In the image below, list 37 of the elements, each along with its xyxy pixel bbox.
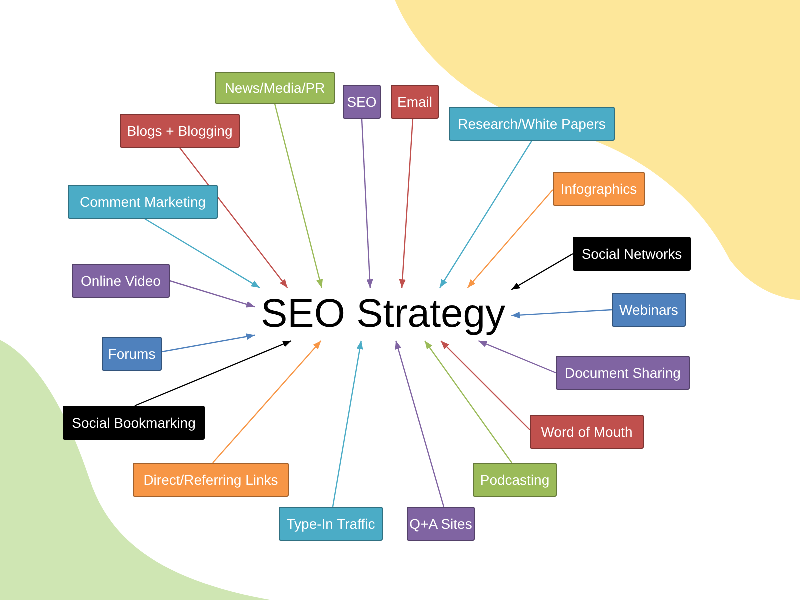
arrow bbox=[424, 340, 512, 464]
arrow bbox=[180, 148, 288, 288]
topic-box: Comment Marketing bbox=[68, 185, 218, 219]
topic-box: News/Media/PR bbox=[215, 72, 335, 104]
topic-box: Infographics bbox=[553, 172, 645, 206]
topic-box: Online Video bbox=[72, 264, 170, 298]
arrow bbox=[511, 253, 574, 290]
arrow bbox=[440, 140, 532, 288]
arrow bbox=[361, 118, 374, 288]
topic-box: Social Networks bbox=[573, 237, 691, 271]
arrow bbox=[332, 340, 364, 508]
central-heading: SEO Strategy bbox=[255, 288, 512, 341]
arrow bbox=[274, 104, 324, 288]
topic-box: Podcasting bbox=[473, 463, 557, 497]
topic-box: Forums bbox=[102, 337, 162, 371]
topic-box: Research/White Papers bbox=[449, 107, 615, 141]
topic-box: SEO bbox=[343, 85, 381, 119]
arrow bbox=[170, 280, 256, 308]
topic-box: Email bbox=[391, 85, 439, 119]
topic-box: Type-In Traffic bbox=[279, 507, 383, 541]
topic-box: Blogs + Blogging bbox=[120, 114, 240, 148]
topic-box: Webinars bbox=[612, 293, 686, 327]
arrow bbox=[144, 218, 260, 289]
arrow bbox=[512, 309, 612, 319]
topic-box: Social Bookmarking bbox=[63, 406, 205, 440]
arrow bbox=[212, 340, 322, 464]
topic-box: Q+A Sites bbox=[407, 507, 475, 541]
topic-box: Document Sharing bbox=[556, 356, 690, 390]
arrow bbox=[399, 118, 414, 288]
arrow bbox=[478, 340, 556, 374]
arrow bbox=[134, 340, 292, 407]
arrow bbox=[162, 334, 256, 353]
arrow bbox=[467, 190, 554, 288]
topic-box: Direct/Referring Links bbox=[133, 463, 289, 497]
topic-box: Word of Mouth bbox=[530, 415, 644, 449]
arrow bbox=[395, 340, 445, 508]
arrow bbox=[440, 340, 530, 430]
